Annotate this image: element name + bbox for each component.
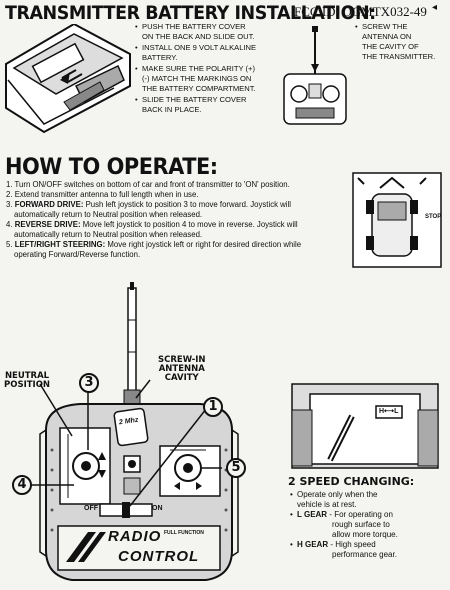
operate-item-1: 1. Turn ON/OFF switches on bottom of car… [6, 180, 290, 189]
speed-note-1: •Operate only when the [290, 490, 378, 499]
battery-compartment-illustration [5, 24, 131, 134]
callout-3: 3 [79, 373, 99, 393]
callout-5: 5 [226, 458, 246, 478]
transmitter-diagram [30, 282, 239, 581]
gear-shifter-illustration [291, 383, 439, 469]
operate-item-3: 3. FORWARD DRIVE: Push left joystick to … [6, 200, 291, 219]
on-label: ON [152, 505, 163, 512]
logo-radio: RADIO [108, 528, 162, 545]
battery-step-3: •MAKE SURE THE POLARITY (+)(-) MATCH THE… [135, 64, 256, 93]
screw-antenna-note: •SCREW THE ANTENNA ON THE CAVITY OF THE … [355, 22, 436, 61]
speed-note-h-gear: •H GEAR - High speed [290, 540, 376, 549]
car-direction-illustration [352, 172, 442, 268]
callout-4: 4 [12, 475, 32, 495]
antenna-install-illustration [283, 26, 347, 125]
off-label: OFF [84, 505, 98, 512]
battery-installation-title: TRANSMITTER BATTERY INSTALLATION: [5, 2, 376, 24]
speed-changing-notes: •Operate only when the vehicle is at res… [290, 490, 440, 560]
operate-item-2: 2. Extend transmitter antenna to full le… [6, 190, 199, 199]
page-mark-icon: ◂ [432, 2, 438, 13]
gear-label: H⟷L [379, 408, 399, 415]
how-to-operate-title: HOW TO OPERATE: [5, 155, 218, 180]
callout-1: 1 [203, 397, 223, 417]
operate-instructions: 1. Turn ON/OFF switches on bottom of car… [6, 180, 346, 260]
logo-full-function: FULL FUNCTION [164, 530, 204, 536]
stop-label: STOP [425, 214, 442, 220]
speed-changing-title: 2 SPEED CHANGING: [288, 475, 415, 488]
fcc-id: FCC ID: OGMTX032-49 [294, 4, 427, 19]
logo-control: CONTROL [118, 548, 200, 565]
operate-item-4: 4. REVERSE DRIVE: Move left joystick to … [6, 220, 298, 239]
speed-note-l-gear: •L GEAR - For operating on [290, 510, 393, 519]
operate-item-5: 5. LEFT/RIGHT STEERING: Move right joyst… [6, 240, 302, 259]
